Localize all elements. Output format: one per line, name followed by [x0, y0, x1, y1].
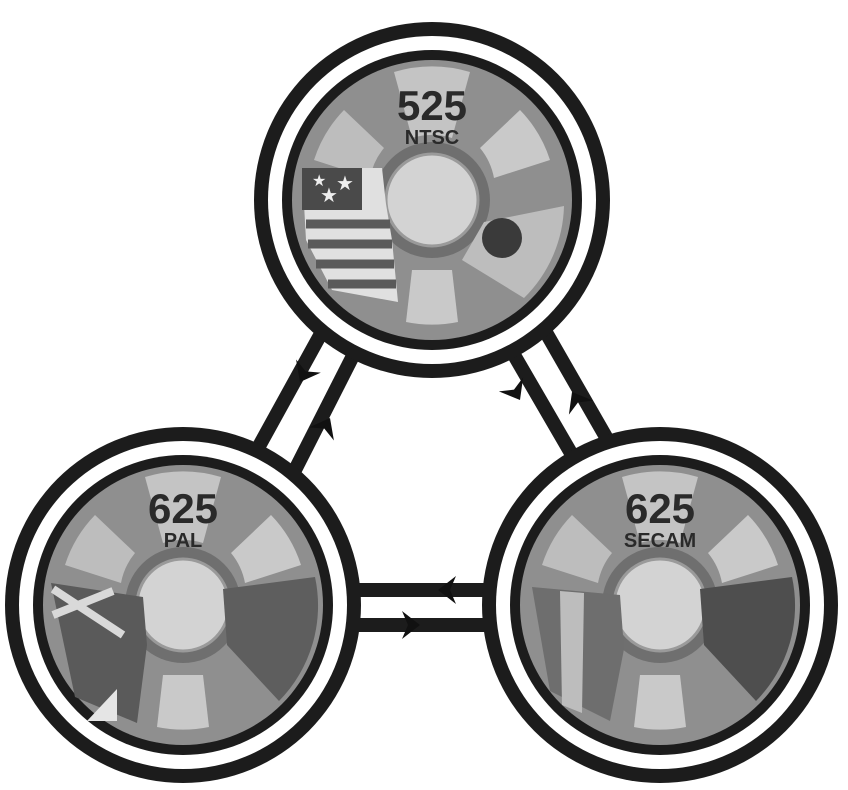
reel-ntsc-lines: 525 [397, 82, 467, 129]
reel-pal-lines: 625 [148, 485, 218, 532]
reel-secam: 625 SECAM [482, 427, 838, 783]
reel-ntsc: ★ ★ ★ 525 NTSC [254, 22, 610, 378]
reel-secam-standard: SECAM [624, 530, 696, 552]
reel-pal: 625 PAL [5, 427, 361, 783]
svg-text:★: ★ [312, 171, 326, 190]
reel-secam-lines: 625 [625, 485, 695, 532]
reel-ntsc-standard: NTSC [405, 127, 459, 149]
reel-pal-standard: PAL [164, 530, 203, 552]
svg-text:★: ★ [336, 171, 354, 195]
